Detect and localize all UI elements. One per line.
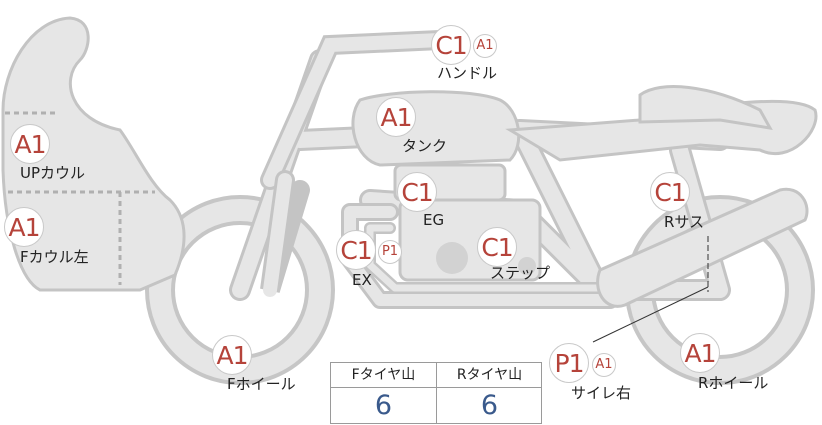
fork-and-handlebar xyxy=(260,30,450,297)
step-label: ステップ xyxy=(490,264,551,282)
upper-cowl-shape xyxy=(1,16,186,292)
up-cowl-label: UPカウル xyxy=(20,164,86,182)
front-tread-value: 6 xyxy=(374,390,393,421)
up-cowl-grade-badge: A1 xyxy=(10,124,50,164)
step-peg xyxy=(518,257,536,275)
tank-label: タンク xyxy=(402,137,448,155)
handle-label: ハンドル xyxy=(437,64,498,82)
silencer-right-grade-badge: P1 xyxy=(549,343,589,383)
r-wheel-grade-badge: A1 xyxy=(680,333,720,373)
rear-tread-header: Rタイヤ山 xyxy=(437,363,542,388)
silencer-shape xyxy=(596,187,809,308)
exhaust-sub-badge: P1 xyxy=(378,240,402,264)
exhaust-grade-badge: C1 xyxy=(336,230,376,270)
handle-grade-badge: C1 xyxy=(431,25,471,65)
f-cowl-left-grade-badge: A1 xyxy=(4,207,44,247)
engine-cover xyxy=(436,242,468,274)
silencer-right-sub-badge: A1 xyxy=(592,353,616,377)
exhaust-label: EX xyxy=(352,271,372,289)
step-grade-badge: C1 xyxy=(477,227,517,267)
silencer-right-label: サイレ右 xyxy=(571,384,632,402)
rear-tread-value: 6 xyxy=(480,390,499,421)
cowl-divider-lower xyxy=(8,190,155,285)
engine-grade-badge: C1 xyxy=(397,172,437,212)
engine-label: EG xyxy=(423,211,445,229)
f-cowl-left-label: Fカウル左 xyxy=(20,248,89,266)
r-suspension-label: Rサス xyxy=(664,213,705,231)
silencer-leader xyxy=(592,286,709,343)
front-tread-header: Fタイヤ山 xyxy=(331,363,436,388)
r-suspension-grade-badge: C1 xyxy=(650,172,690,212)
f-wheel-label: Fホイール xyxy=(227,375,296,393)
tire-tread-table: Fタイヤ山 Rタイヤ山 6 6 xyxy=(330,362,542,424)
tank-grade-badge: A1 xyxy=(376,97,416,137)
f-wheel-grade-badge: A1 xyxy=(212,335,252,375)
table-divider xyxy=(436,363,437,423)
r-wheel-label: Rホイール xyxy=(698,374,769,392)
rear-fender xyxy=(638,85,773,130)
handle-sub-badge: A1 xyxy=(473,34,497,58)
